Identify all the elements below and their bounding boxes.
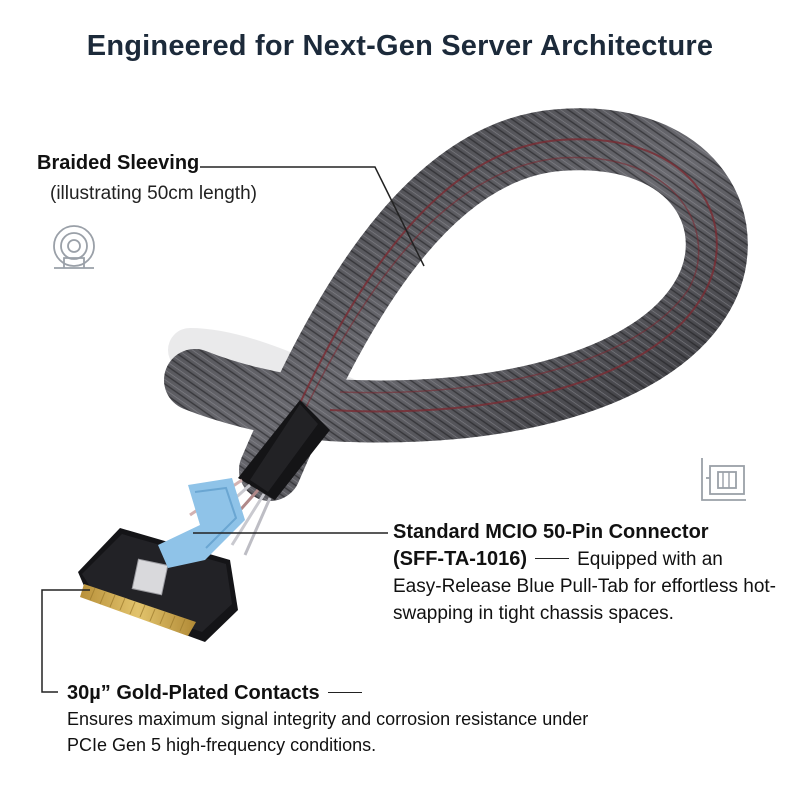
braided-sleeving-heading: Braided Sleeving <box>37 152 200 174</box>
blue-pull-tab <box>158 478 245 568</box>
page-title: Engineered for Next-Gen Server Architect… <box>86 30 714 62</box>
server-board-icon <box>698 452 750 509</box>
gold-contacts-heading: 30µ” Gold-Plated Contacts <box>67 682 320 704</box>
mcio-heading-line1: Standard MCIO 50-Pin Connector <box>393 521 709 543</box>
mcio-connector-callout: Standard MCIO 50-Pin Connector (SFF-TA-1… <box>393 519 783 627</box>
callout-dash <box>535 557 570 559</box>
callout-lines <box>41 166 425 693</box>
gold-contacts-description-line1: Ensures maximum signal integrity and cor… <box>67 709 589 729</box>
gold-contacts-description-line2: PCIe Gen 5 high-frequency conditions. <box>67 735 377 755</box>
braided-sleeving-callout: Braided Sleeving <box>37 152 199 175</box>
cable-coil-icon <box>48 222 104 279</box>
callout-dash <box>327 692 362 694</box>
mcio-description-lead: Equipped with an <box>577 549 723 570</box>
braided-sleeving-subtext: (illustrating 50cm length) <box>50 183 257 204</box>
mcio-description: Easy-Release Blue Pull-Tab for effortles… <box>393 576 776 624</box>
gold-contacts-callout: 30µ” Gold-Plated Contacts Ensures maximu… <box>67 680 767 758</box>
mcio-connector <box>78 478 245 642</box>
mcio-heading-line2: (SFF-TA-1016) <box>393 548 528 570</box>
braided-cable <box>164 108 748 501</box>
